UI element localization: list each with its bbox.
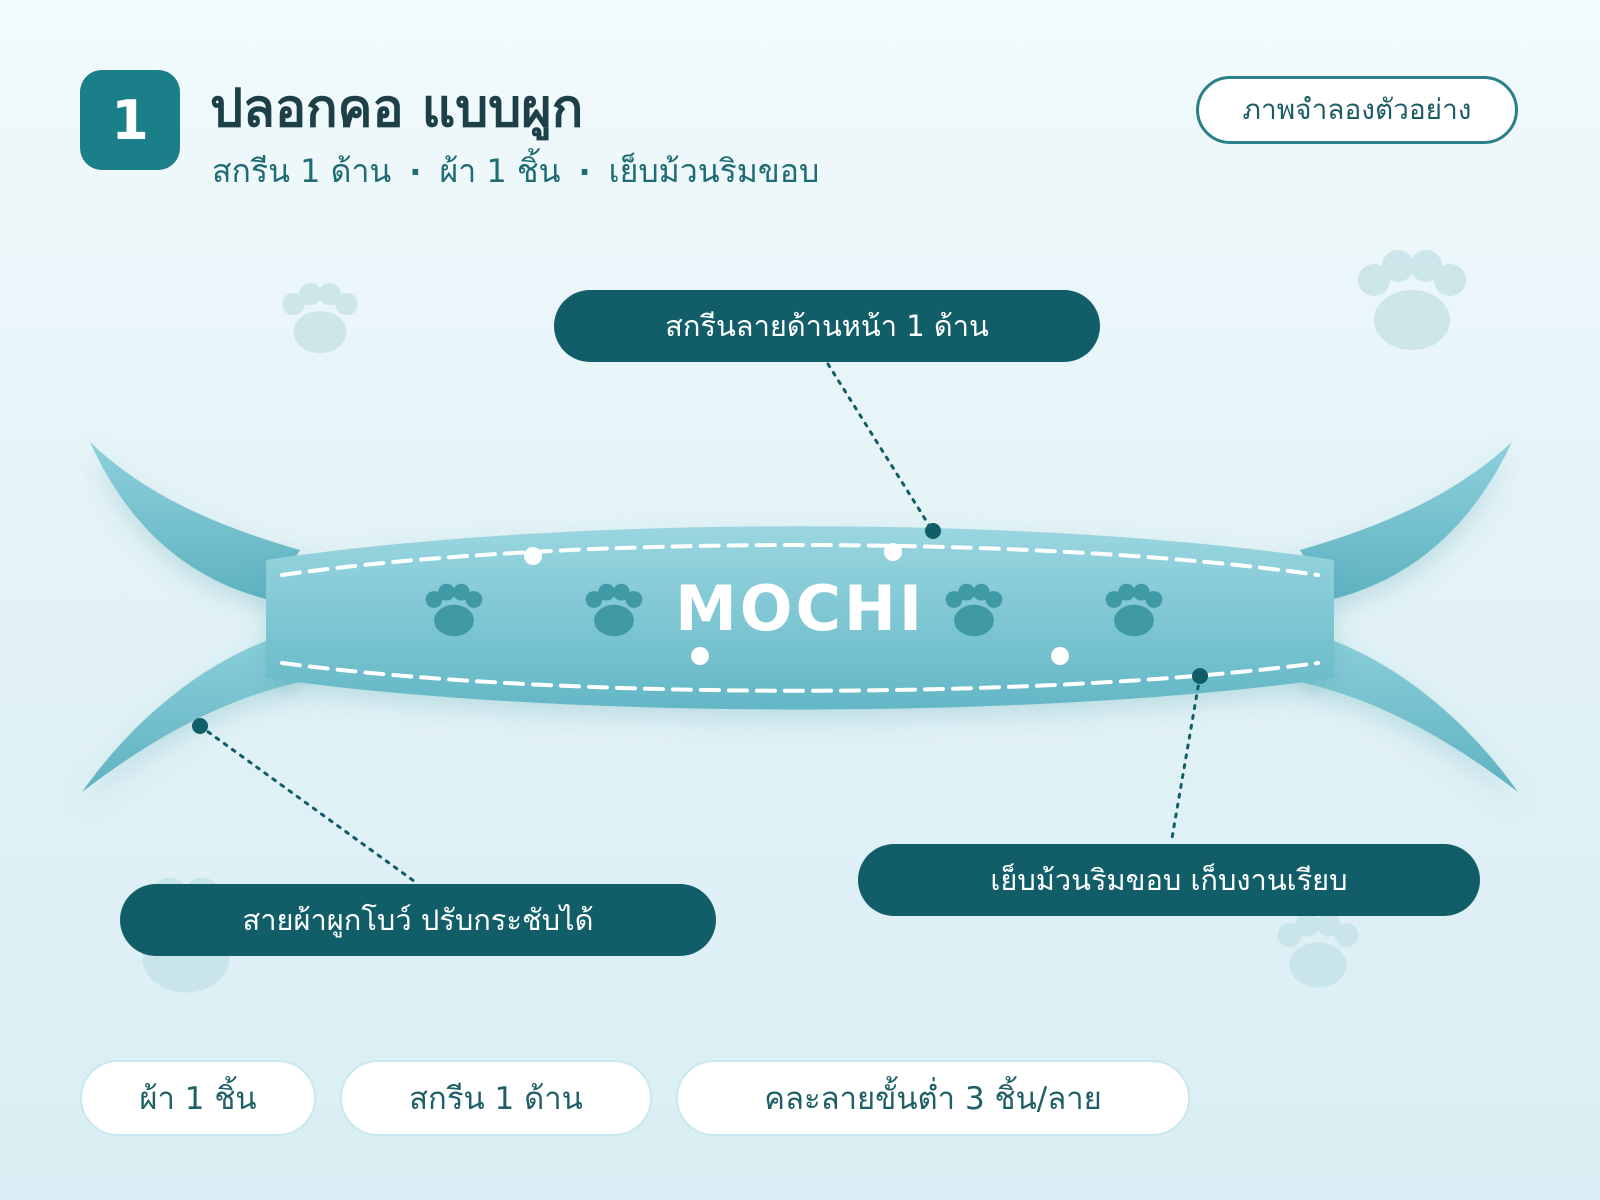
page-title: ปลอกคอ แบบผูก <box>210 79 584 139</box>
page-subtitle: สกรีน 1 ด้าน · ผ้า 1 ชิ้น · เย็บม้วนริมข… <box>212 146 819 197</box>
stitch-line-top <box>280 543 1320 577</box>
leader-lines <box>198 362 1202 886</box>
subtitle-fabric: ผ้า 1 ชิ้น <box>439 152 561 190</box>
callout-front-print: สกรีนลายด้านหน้า 1 ด้าน <box>554 290 1100 362</box>
collar-name-text: MOCHI <box>675 572 925 645</box>
subtitle-hem: เย็บม้วนริมขอบ <box>608 152 820 190</box>
subtitle-separator: · <box>409 152 422 191</box>
leader-dots <box>192 523 1208 734</box>
step-badge: 1 <box>80 70 180 170</box>
collar-ties <box>82 442 1518 792</box>
callout-hem: เย็บม้วนริมขอบ เก็บงานเรียบ <box>858 844 1480 916</box>
subtitle-print: สกรีน 1 ด้าน <box>212 152 392 190</box>
collar-band <box>266 526 1334 710</box>
chip-mix: คละลายขั้นต่ำ 3 ชิ้น/ลาย <box>676 1060 1190 1136</box>
subtitle-separator: · <box>578 152 591 191</box>
stitch-line-bottom <box>280 661 1320 693</box>
preview-tag: ภาพจำลองตัวอย่าง <box>1196 76 1518 144</box>
callout-ties: สายผ้าผูกโบว์ ปรับกระชับได้ <box>120 884 716 956</box>
chip-print: สกรีน 1 ด้าน <box>340 1060 652 1136</box>
collar-dots <box>524 543 1069 665</box>
chip-fabric: ผ้า 1 ชิ้น <box>80 1060 316 1136</box>
